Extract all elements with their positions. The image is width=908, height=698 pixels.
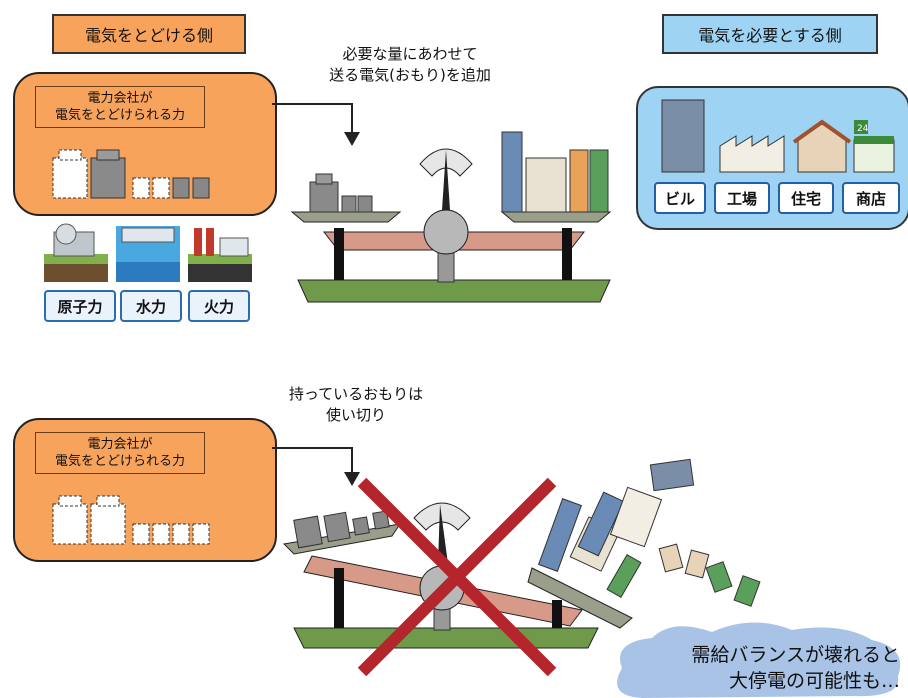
blackout-warning: 需給バランスが壊れると 大停電の可能性も… xyxy=(691,644,900,692)
used-up-caption: 持っているおもりは 使い切り xyxy=(288,385,424,424)
empty-weights-icon xyxy=(52,495,210,545)
demand-side-header-text: 電気を必要とする側 xyxy=(698,26,842,45)
consumer-tag-shop-text: 商店 xyxy=(855,189,886,208)
supply-capacity-bubble-top: 電力会社が 電気をとどけられる力 xyxy=(13,72,277,216)
tipped-scale xyxy=(282,477,642,677)
add-weight-caption: 必要な量にあわせて 送る電気(おもり)を追加 xyxy=(329,45,491,84)
source-tag-thermal-text: 火力 xyxy=(203,297,234,316)
consumer-tag-house: 住宅 xyxy=(778,182,834,214)
consumer-tag-factory-text: 工場 xyxy=(726,189,757,208)
consumer-tag-building: ビル xyxy=(654,182,706,214)
supply-side-header: 電気をとどける側 xyxy=(52,14,246,54)
supply-side-header-text: 電気をとどける側 xyxy=(84,26,213,45)
supply-capacity-label-top: 電力会社が 電気をとどけられる力 xyxy=(35,86,205,128)
consumer-tag-building-text: ビル xyxy=(664,189,695,208)
consumer-tag-factory: 工場 xyxy=(714,182,770,214)
source-tag-nuclear-text: 原子力 xyxy=(57,297,103,316)
capacity-weights-icon xyxy=(52,149,210,199)
power-sources-illustration xyxy=(44,223,252,282)
warning-cloud xyxy=(617,622,901,698)
consumer-tag-house-text: 住宅 xyxy=(790,189,821,208)
balanced-scale xyxy=(290,131,612,303)
store-sign-text: 24 xyxy=(857,124,869,134)
source-tag-hydro: 水力 xyxy=(120,290,182,322)
demand-panel: 24 ビル 工場 住宅 商店 xyxy=(636,86,908,230)
consumer-buildings-illustration: 24 xyxy=(661,99,895,173)
source-tag-hydro-text: 水力 xyxy=(135,297,166,316)
consumer-tag-shop: 商店 xyxy=(842,182,900,214)
demand-side-header: 電気を必要とする側 xyxy=(662,14,878,54)
supply-capacity-bubble-bottom: 電力会社が 電気をとどけられる力 xyxy=(13,418,277,562)
falling-buildings xyxy=(577,458,761,607)
source-tag-thermal: 火力 xyxy=(188,290,250,322)
source-tag-nuclear: 原子力 xyxy=(44,290,116,322)
supply-capacity-label-bottom: 電力会社が 電気をとどけられる力 xyxy=(35,432,205,474)
